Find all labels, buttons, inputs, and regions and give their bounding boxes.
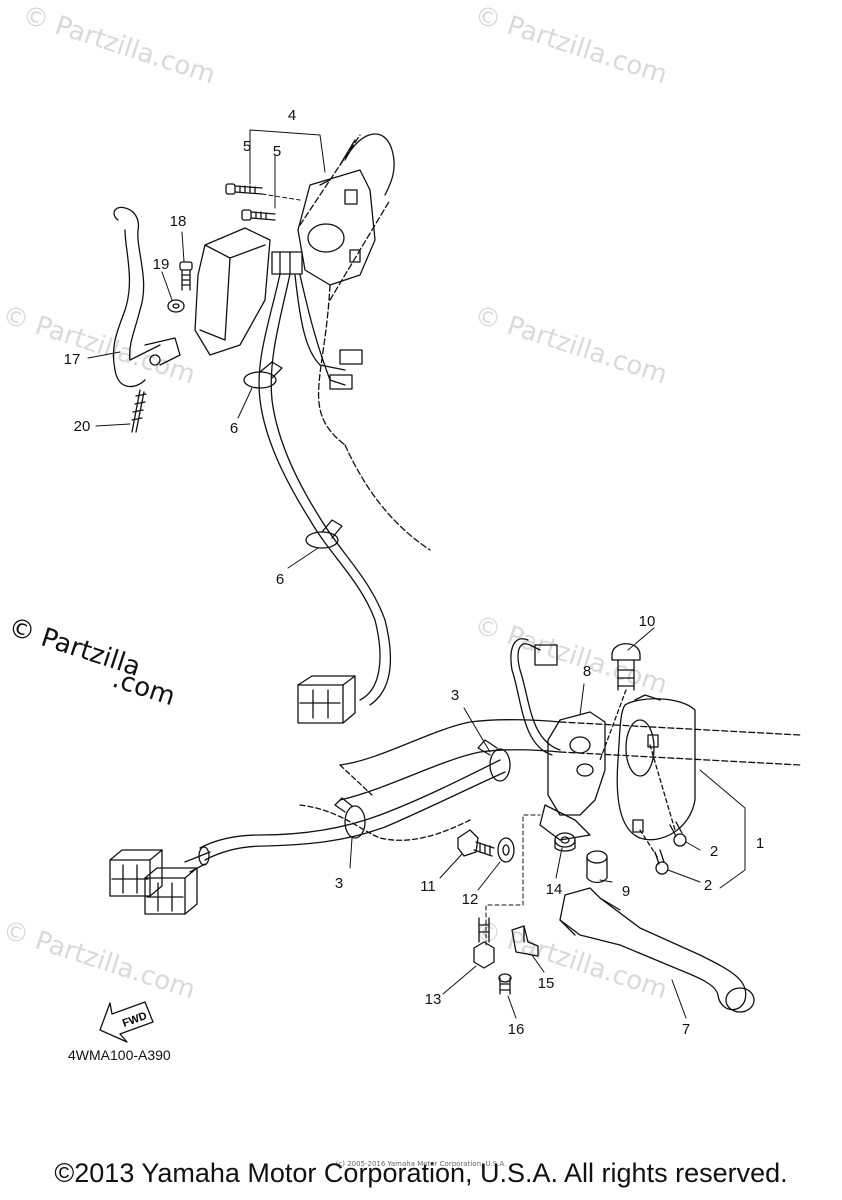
upper-wire-harness [258, 273, 392, 706]
nut-19 [167, 299, 185, 313]
callout-2b: 2 [704, 877, 712, 894]
lower-switch-housing [616, 694, 696, 841]
screw-2b [639, 829, 669, 875]
callout-2a: 2 [710, 843, 718, 860]
upper-grip [339, 133, 395, 196]
lower-lever-7 [559, 887, 755, 1013]
callout-6b: 6 [276, 571, 284, 588]
lower-wire-harness [199, 759, 506, 861]
upper-connector [271, 251, 303, 275]
fwd-arrow-icon [99, 1001, 154, 1043]
switch-15 [511, 925, 539, 957]
spring-20 [131, 389, 147, 433]
callout-13: 13 [425, 991, 442, 1008]
callout-15: 15 [538, 975, 555, 992]
collar-9 [586, 850, 608, 884]
upper-lever-holder [194, 227, 271, 356]
screw-16 [498, 973, 512, 995]
upper-lever-17 [112, 206, 181, 388]
wire-clamp-6a [243, 361, 283, 389]
lower-coupler [109, 846, 211, 915]
leader-1 [699, 769, 746, 889]
bolt-13 [473, 917, 495, 969]
callout-3b: 3 [335, 875, 343, 892]
upper-handlebar [299, 134, 431, 551]
callout-5b: 5 [273, 143, 281, 160]
callout-16: 16 [508, 1021, 525, 1038]
callout-7: 7 [682, 1021, 690, 1038]
callout-10: 10 [639, 613, 656, 630]
callout-17: 17 [64, 351, 81, 368]
bolt-5a [225, 183, 263, 195]
upper-coupler [297, 675, 356, 724]
callout-9: 9 [622, 883, 630, 900]
screw-2a [649, 744, 687, 847]
callout-5a: 5 [243, 138, 251, 155]
spade-terminals [329, 349, 363, 390]
lower-switch-wire [510, 638, 561, 756]
nut-14 [554, 832, 576, 852]
washer-12 [497, 837, 515, 863]
lower-handlebar [299, 719, 801, 841]
callout-11: 11 [420, 878, 436, 895]
bolt-11 [457, 829, 495, 857]
wire-clamp-3b [334, 797, 366, 839]
callout-1: 1 [756, 835, 764, 852]
lever-bracket-8 [539, 711, 606, 841]
callout-20: 20 [74, 418, 91, 435]
fine-print: (c) 2005-2016 Yamaha Motor Corporation, … [335, 1160, 507, 1168]
leader-4 [249, 129, 326, 209]
upper-switch-housing [297, 169, 376, 286]
wire-clamp-3a [477, 739, 511, 782]
diagram-reference-code: 4WMA100-A390 [68, 1047, 171, 1063]
callout-6a: 6 [230, 420, 238, 437]
callout-19: 19 [153, 256, 170, 273]
callout-12: 12 [462, 891, 479, 908]
copyright-footer: ©2013 Yamaha Motor Corporation, U.S.A. A… [54, 1158, 788, 1188]
callout-14: 14 [546, 881, 563, 898]
callout-8: 8 [583, 663, 591, 680]
callout-18: 18 [170, 213, 187, 230]
callout-3a: 3 [451, 687, 459, 704]
wire-clamp-6b [305, 519, 343, 549]
callout-4: 4 [288, 107, 296, 124]
leader-13 [485, 814, 541, 946]
callout-leaders [87, 231, 701, 1019]
bolt-5b [241, 209, 276, 221]
bolt-10 [599, 643, 641, 761]
bolt-18 [179, 261, 193, 291]
fwd-label: FWD [121, 1010, 149, 1030]
